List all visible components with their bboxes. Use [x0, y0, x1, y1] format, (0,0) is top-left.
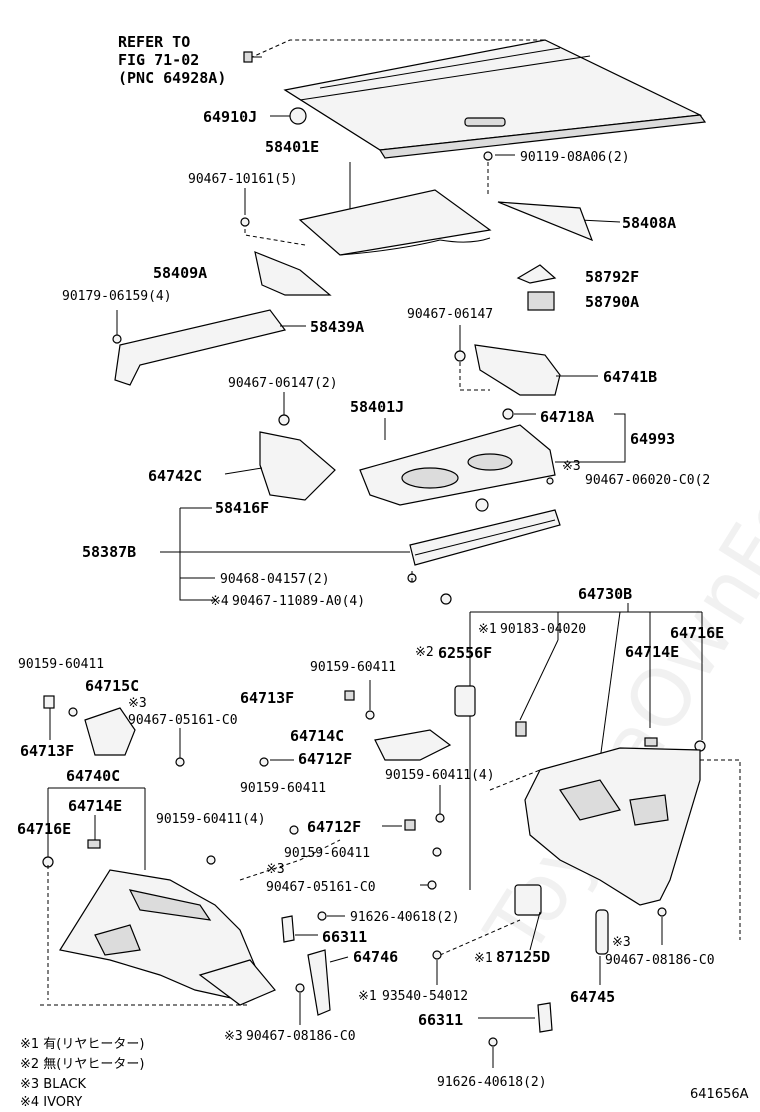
cover-64715C-drawing	[84, 707, 136, 756]
label-90467-05161-b: 90467-05161-C0	[266, 880, 376, 895]
label-90467-06147-2: 90467-06147(2)	[228, 376, 338, 391]
quarter-trim-64740C-drawing	[59, 869, 276, 1006]
legend-3: ※3 BLACK	[20, 1077, 86, 1092]
mark-1-90183: ※1	[478, 622, 497, 637]
label-64742C: 64742C	[148, 467, 202, 485]
hook-66311-b	[537, 1002, 553, 1033]
label-64718A: 64718A	[540, 408, 594, 426]
side-panel-58409A	[254, 251, 332, 296]
hook-66311-a	[281, 915, 295, 943]
label-93540-54012: 93540-54012	[382, 989, 468, 1004]
deck-board-drawing	[298, 189, 492, 256]
hook-58790A	[527, 291, 555, 311]
mark-1-93540: ※1	[358, 989, 377, 1004]
cover-64746-drawing	[307, 949, 331, 1016]
label-64746: 64746	[353, 948, 398, 966]
legend-4: ※4 IVORY	[20, 1095, 82, 1110]
label-58387B: 58387B	[82, 543, 136, 561]
label-90159-60411-d: 90159-60411	[284, 846, 370, 861]
mark-3-90467-05161-a: ※3	[128, 696, 147, 711]
label-64910J: 64910J	[203, 108, 257, 126]
box-64741B-drawing	[474, 344, 561, 396]
label-90183-04020: 90183-04020	[500, 622, 586, 637]
label-90467-11089: 90467-11089-A0(4)	[232, 594, 365, 609]
mark-1-87125D: ※1	[474, 951, 493, 966]
side-panel-58408A	[497, 201, 594, 242]
label-90159-60411-4a: 90159-60411(4)	[156, 812, 266, 827]
mark-2-62556F: ※2	[415, 645, 434, 660]
label-66311-b: 66311	[418, 1011, 463, 1029]
label-66311-a: 66311	[322, 928, 367, 946]
label-64712F-a: 64712F	[298, 750, 352, 768]
label-90179-06159: 90179-06159(4)	[62, 289, 172, 304]
refer-line3: (PNC 64928A)	[118, 69, 226, 87]
label-90468-04157: 90468-04157(2)	[220, 572, 330, 587]
label-90159-60411-4b: 90159-60411(4)	[385, 768, 495, 783]
refer-line2: FIG 71-02	[118, 51, 199, 69]
label-64714E-l: 64714E	[68, 797, 122, 815]
cover-64714C-drawing	[374, 729, 452, 761]
label-90467-06147-r: 90467-06147	[407, 307, 493, 322]
label-90467-06020: 90467-06020-C0(2	[585, 473, 710, 488]
label-64740C: 64740C	[66, 767, 120, 785]
clip-90183	[515, 721, 527, 737]
diagram-id: 641656A	[690, 1087, 749, 1102]
label-91626-40618-b: 91626-40618(2)	[437, 1075, 547, 1090]
label-91626-40618-a: 91626-40618(2)	[350, 910, 460, 925]
bracket-58439A-drawing	[114, 309, 287, 386]
mark-3-90467-08186-b: ※3	[612, 935, 631, 950]
label-87125D: 87125D	[496, 948, 550, 966]
label-64730B: 64730B	[578, 585, 632, 603]
label-58401E: 58401E	[265, 138, 319, 156]
legend-1: ※1 有(リヤヒーター)	[20, 1037, 144, 1052]
mark-3-90467-08186-a: ※3	[224, 1029, 243, 1044]
label-90467-10161: 90467-10161(5)	[188, 172, 298, 187]
label-64714E-r: 64714E	[625, 643, 679, 661]
label-58416F: 58416F	[215, 499, 269, 517]
label-90467-05161-a: 90467-05161-C0	[128, 713, 238, 728]
mark-3-90467-05161-b: ※3	[266, 862, 285, 877]
label-90159-60411-c: 90159-60411	[240, 781, 326, 796]
clip-62556F	[454, 685, 476, 717]
label-90467-08186-a: 90467-08186-C0	[246, 1029, 356, 1044]
part-87125D-drawing	[514, 884, 542, 916]
bracket-58792F	[516, 264, 557, 284]
label-64716E-l: 64716E	[17, 820, 71, 838]
scuff-plate-58387B-drawing	[409, 509, 561, 566]
label-62556F: 62556F	[438, 644, 492, 662]
mark-3-90467-06020: ※3	[562, 459, 581, 474]
tonneau-cover-drawing	[243, 39, 707, 159]
label-64716E-r: 64716E	[670, 624, 724, 642]
label-64993: 64993	[630, 430, 675, 448]
box-64742C-drawing	[259, 431, 336, 501]
label-90467-08186-b: 90467-08186-C0	[605, 953, 715, 968]
label-64745: 64745	[570, 988, 615, 1006]
label-64712F-b: 64712F	[307, 818, 361, 836]
part-64745-drawing	[595, 909, 609, 955]
label-64714C: 64714C	[290, 727, 344, 745]
label-64741B: 64741B	[603, 368, 657, 386]
label-90119-08A06: 90119-08A06(2)	[520, 150, 630, 165]
legend-2: ※2 無(リヤヒーター)	[20, 1057, 144, 1072]
label-58792F: 58792F	[585, 268, 639, 286]
label-64713F-b: 64713F	[20, 742, 74, 760]
trim-64993-drawing	[359, 424, 556, 506]
label-90159-60411-b: 90159-60411	[310, 660, 396, 675]
label-58439A: 58439A	[310, 318, 364, 336]
label-58408A: 58408A	[622, 214, 676, 232]
refer-line1: REFER TO	[118, 33, 190, 51]
mark-4-90467-11089: ※4	[210, 594, 229, 609]
quarter-trim-64730B-drawing	[524, 747, 701, 906]
label-64715C: 64715C	[85, 677, 139, 695]
label-64713F-a: 64713F	[240, 689, 294, 707]
label-58401J: 58401J	[350, 398, 404, 416]
label-90159-60411-a: 90159-60411	[18, 657, 104, 672]
label-58409A: 58409A	[153, 264, 207, 282]
clip-64713F-left	[43, 695, 55, 709]
label-58790A: 58790A	[585, 293, 639, 311]
